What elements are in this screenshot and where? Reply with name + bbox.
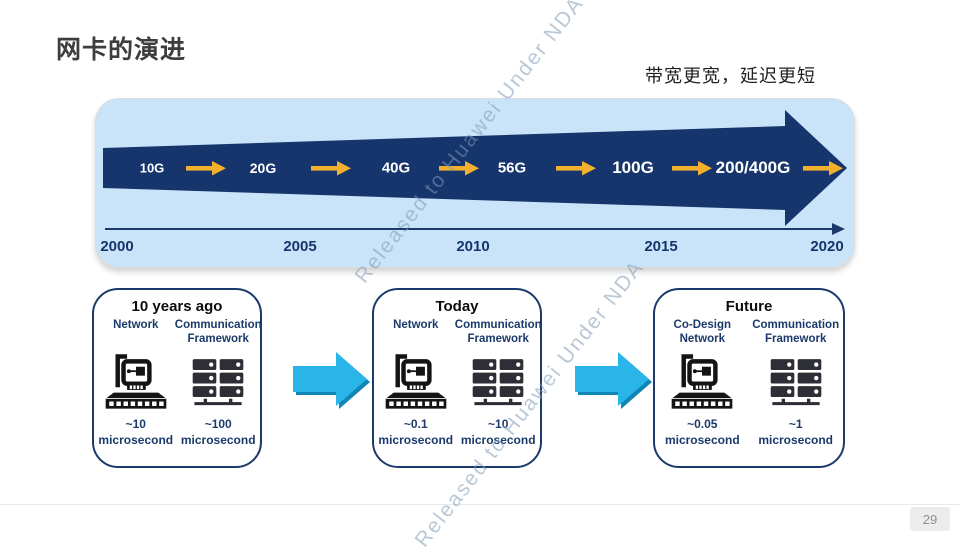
slide-subtitle: 带宽更宽，延迟更短 [645, 66, 816, 86]
era-transition-arrow-icon [575, 352, 652, 409]
column-header: Network [393, 319, 439, 331]
latency-value: ~0.05 microsecond [664, 417, 740, 447]
column-header: Communication Framework [174, 319, 262, 346]
speed-label-20g: 20G [249, 160, 277, 176]
server-rack-icon [764, 350, 828, 412]
footer-divider [0, 504, 960, 505]
arrow-right-icon [186, 161, 226, 176]
arrow-right-icon [439, 161, 479, 176]
server-rack-icon [186, 350, 250, 412]
speed-label-200-400g: 200/400G [715, 158, 791, 177]
network-column: Network ~0.1 microsecond [375, 318, 456, 466]
era-box-10-years-ago: 10 years ago Network ~10 microsecond Com… [92, 288, 262, 468]
speed-label-10g: 10G [139, 160, 165, 176]
speed-label-40g: 40G [381, 159, 411, 177]
year-axis-arrowhead-icon [832, 223, 845, 235]
latency-value: ~1 microsecond [758, 417, 834, 447]
era-box-future: Future Co-Design Network ~0.05 microseco… [653, 288, 845, 468]
column-header: Communication Framework [752, 319, 840, 346]
arrow-right-icon [803, 161, 843, 176]
arrow-right-icon [311, 161, 351, 176]
year-tick-2020: 2020 [810, 238, 844, 255]
page-title: 网卡的演进 [56, 36, 187, 64]
latency-value: ~100 microsecond [180, 417, 256, 447]
era-title: 10 years ago [131, 298, 223, 315]
year-tick-2010: 2010 [456, 238, 490, 255]
era-box-today: Today Network ~0.1 microsecond Communica… [372, 288, 542, 468]
framework-column: Communication Framework ~100 microsecond [174, 318, 262, 466]
framework-column: Communication Framework ~1 microsecond [750, 318, 842, 466]
era-transition-arrow-icon [293, 352, 370, 409]
era-title: Future [725, 298, 773, 315]
era-title: Today [435, 298, 479, 315]
network-column: Network ~10 microsecond [95, 318, 176, 466]
column-header: Co-Design Network [673, 319, 732, 346]
latency-value: ~10 microsecond [98, 417, 174, 447]
year-tick-2015: 2015 [644, 238, 678, 255]
server-rack-icon [466, 350, 530, 412]
framework-column: Communication Framework ~10 microsecond [454, 318, 542, 466]
page-number-badge: 29 [910, 507, 950, 531]
arrow-right-icon [672, 161, 712, 176]
latency-value: ~0.1 microsecond [378, 417, 454, 447]
codesign-network-column: Co-Design Network ~0.05 microsecond [656, 318, 748, 466]
column-header: Network [113, 319, 159, 331]
year-tick-2000: 2000 [100, 238, 134, 255]
speed-label-56g: 56G [497, 159, 527, 177]
nic-switch-icon [103, 350, 169, 412]
speed-label-100g: 100G [612, 158, 654, 177]
nic-switch-icon [383, 350, 449, 412]
nic-switch-icon [669, 350, 735, 412]
latency-value: ~10 microsecond [460, 417, 536, 447]
arrow-right-icon [556, 161, 596, 176]
year-tick-2005: 2005 [283, 238, 317, 255]
year-axis [105, 228, 833, 230]
column-header: Communication Framework [454, 319, 542, 346]
